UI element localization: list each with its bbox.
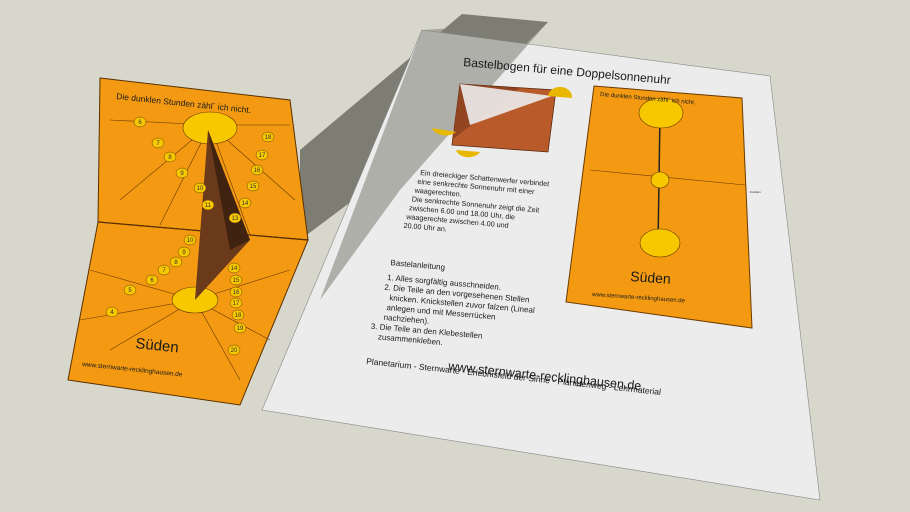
- hour-marker: [177, 246, 191, 258]
- hour-label: 6: [138, 120, 142, 126]
- hour-marker: [157, 264, 171, 276]
- hour-marker: [233, 322, 247, 334]
- hour-label: 9: [180, 171, 184, 177]
- hour-marker: [246, 180, 260, 192]
- hour-label: 16: [233, 290, 240, 296]
- hour-marker: [123, 284, 137, 296]
- gnomon-cutout: [432, 83, 573, 158]
- hour-label: 16: [254, 168, 261, 174]
- hour-marker: [261, 131, 275, 143]
- hour-label: 7: [156, 141, 160, 147]
- hour-label: 13: [232, 216, 239, 222]
- hour-marker: [229, 286, 243, 298]
- hour-label: 18: [265, 135, 272, 141]
- hour-marker: [255, 149, 269, 161]
- hour-label: 8: [168, 155, 172, 161]
- hour-label: 18: [235, 313, 242, 319]
- hour-label: 14: [242, 201, 249, 207]
- gnomon: [195, 130, 250, 300]
- hour-marker: [145, 274, 159, 286]
- hour-label: 5: [128, 288, 132, 294]
- svg-text:waagerechten.: waagerechten.: [413, 186, 462, 199]
- paper-shadow-overlay: [320, 22, 548, 300]
- sheet-instructions: Bastelanleitung 1. Alles sorgfältig auss…: [370, 258, 535, 347]
- hour-marker: [193, 182, 207, 194]
- hour-marker: [183, 234, 197, 246]
- svg-text:Süden: Süden: [135, 335, 180, 356]
- hour-label: 10: [187, 238, 194, 244]
- hour-marker: [250, 164, 264, 176]
- hour-marker: [227, 262, 241, 274]
- hour-marker: [151, 137, 165, 149]
- hour-marker: [169, 256, 183, 268]
- svg-text:20.00 Uhr an.: 20.00 Uhr an.: [403, 221, 447, 234]
- hour-label: 9: [182, 250, 186, 256]
- hour-label: 15: [233, 278, 240, 284]
- hour-label: 10: [197, 186, 204, 192]
- hour-marker: [229, 297, 243, 309]
- svg-text:Süden: Süden: [630, 268, 672, 287]
- hour-label: 14: [231, 266, 238, 272]
- hour-label: 4: [110, 310, 114, 316]
- hour-markers: 6789101118171615141345678910141516171819…: [105, 116, 275, 356]
- hour-label: 19: [237, 326, 244, 332]
- hour-marker: [175, 167, 189, 179]
- hour-marker: [227, 344, 241, 356]
- sheet-dial: Die dunklen Stunden zähl´ ich nicht. Süd…: [565, 85, 761, 329]
- hour-marker: [163, 151, 177, 163]
- hour-marker: [105, 306, 119, 318]
- hour-label: 8: [174, 260, 178, 266]
- hour-marker: [231, 309, 245, 321]
- hour-label: 17: [233, 301, 240, 307]
- hour-label: 17: [259, 153, 266, 159]
- hour-marker: [201, 199, 215, 211]
- hour-marker: [133, 116, 147, 128]
- hour-label: 7: [162, 268, 166, 274]
- svg-text:Knicken: Knicken: [750, 190, 761, 194]
- hour-label: 11: [205, 203, 212, 209]
- svg-text:nachziehen).: nachziehen).: [383, 313, 429, 326]
- hour-marker: [238, 197, 252, 209]
- hour-marker: [228, 212, 242, 224]
- hour-marker: [229, 274, 243, 286]
- hour-label: 20: [231, 348, 238, 354]
- hour-label: 15: [250, 184, 257, 190]
- sundial-model: Die dunklen Stunden zähl´ ich nicht. Süd…: [67, 77, 309, 406]
- hour-label: 6: [150, 278, 154, 284]
